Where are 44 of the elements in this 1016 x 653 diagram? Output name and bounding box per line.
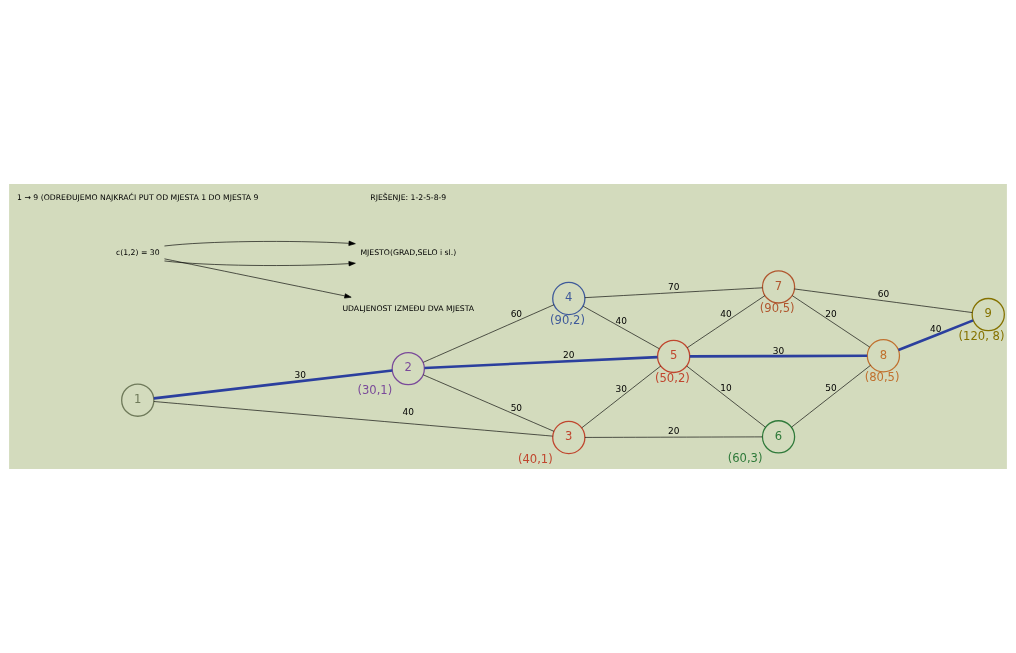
connector <box>794 288 973 313</box>
connector <box>584 436 763 438</box>
edge-label: 50 <box>510 402 523 413</box>
edge-label: 10 <box>720 383 732 394</box>
edge-label: 30 <box>615 383 627 394</box>
node-label: (60,3) <box>727 451 763 466</box>
arrow <box>164 240 356 247</box>
connector <box>689 354 868 358</box>
edge-label: 40 <box>930 324 942 335</box>
edge-label: 70 <box>667 281 680 292</box>
connector <box>153 369 393 400</box>
connector <box>581 365 662 429</box>
edge-label: 20 <box>825 309 837 320</box>
edge-label: 60 <box>877 288 890 299</box>
node-label: (40,1) <box>517 451 553 466</box>
node-circle: 3 <box>552 420 586 455</box>
edge-label: 60 <box>510 309 523 320</box>
connector <box>582 305 660 350</box>
edge-label: 40 <box>720 309 732 320</box>
node-circle: 2 <box>391 351 425 386</box>
connector <box>686 365 766 428</box>
edge-label: 30 <box>772 345 785 356</box>
node-label: (30,1) <box>357 382 393 397</box>
node-circle: 6 <box>761 420 796 454</box>
arrow <box>164 260 356 267</box>
edge-label: 20 <box>667 426 680 437</box>
connector <box>424 355 658 370</box>
node-label: (90,5) <box>759 301 795 316</box>
connector <box>897 319 974 352</box>
connector <box>423 374 555 432</box>
connector <box>791 295 871 348</box>
edge-label: 40 <box>615 315 627 326</box>
connector <box>153 401 553 437</box>
node-label: (80,5) <box>864 370 900 385</box>
arrow <box>164 258 352 299</box>
connector <box>791 365 871 428</box>
edge-label: 20 <box>563 350 575 361</box>
connector <box>584 287 763 298</box>
node-circle: 1 <box>121 383 155 417</box>
edge-label: 50 <box>825 383 837 394</box>
edge-label: 30 <box>294 370 306 381</box>
connector <box>687 295 766 348</box>
edge-label: 40 <box>402 407 415 418</box>
connector <box>423 304 555 363</box>
